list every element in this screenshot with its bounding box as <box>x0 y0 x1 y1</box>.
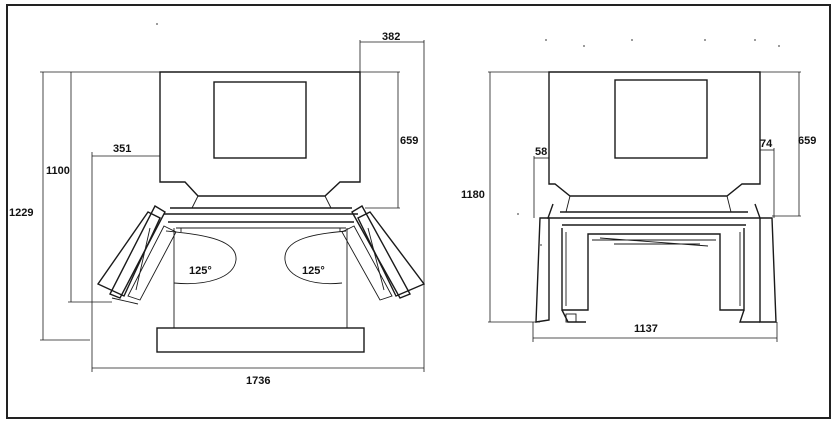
left-open-door <box>96 205 177 305</box>
scan-specks <box>156 23 780 246</box>
dim-side-width: 1137 <box>634 323 658 335</box>
drawer-block <box>156 327 365 353</box>
dim-body-depth: 1100 <box>46 165 70 177</box>
dim-right-gap: 74 <box>760 138 773 150</box>
display-panel <box>213 81 307 159</box>
right-open-door <box>341 205 426 301</box>
side-display-panel <box>614 79 708 159</box>
front-view: 125° 125° 1229 1100 351 382 659 1736 <box>9 31 426 387</box>
side-cabinet-body <box>548 71 761 197</box>
swing-arc-left <box>165 230 237 285</box>
side-view: 1180 58 74 659 1137 <box>461 71 816 342</box>
drawing-frame <box>6 4 831 419</box>
dim-left-gap: 58 <box>535 146 547 158</box>
dim-upper-depth: 659 <box>400 135 418 147</box>
dim-side-depth: 1180 <box>461 189 485 201</box>
dim-side-upper: 659 <box>798 135 816 147</box>
dim-door-offset: 351 <box>113 143 131 155</box>
side-door-right <box>759 217 777 323</box>
cabinet-body <box>159 71 361 197</box>
angle-right-label: 125° <box>302 265 325 277</box>
angle-left-label: 125° <box>189 265 212 277</box>
swing-arc-right <box>284 230 347 285</box>
side-door-left <box>535 217 550 323</box>
dim-total-depth: 1229 <box>9 207 33 219</box>
dim-door-width: 382 <box>382 31 400 43</box>
dim-total-width: 1736 <box>246 375 270 387</box>
